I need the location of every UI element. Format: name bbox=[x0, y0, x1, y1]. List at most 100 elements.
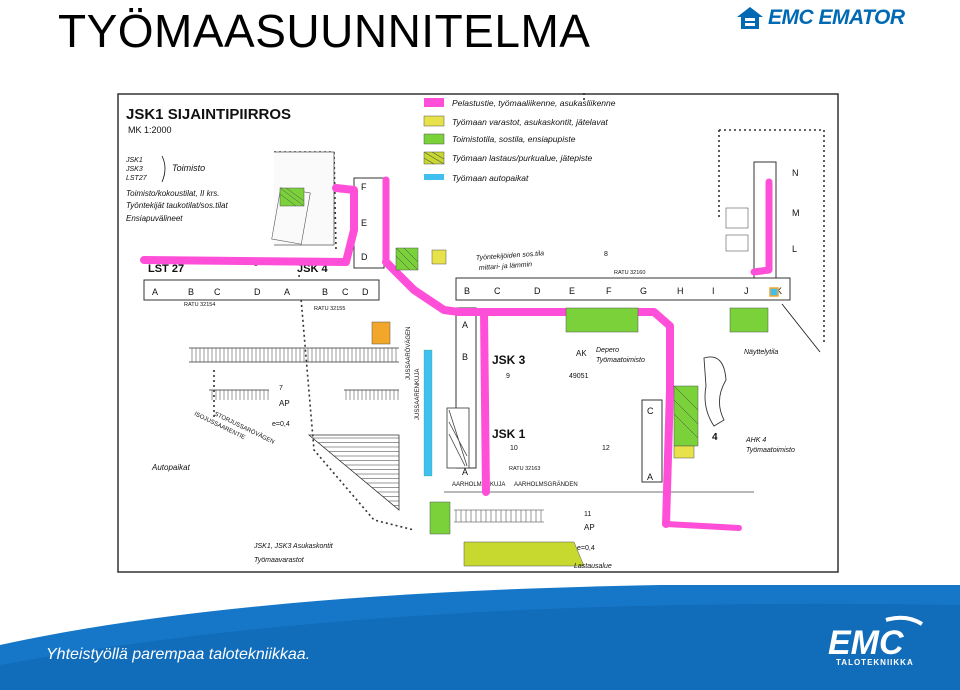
building-letter: I bbox=[712, 286, 715, 296]
note-tyontekijoiden: Työntekijöiden sos.tila bbox=[476, 250, 545, 262]
building-letter: E bbox=[569, 286, 575, 296]
building-letter: D bbox=[534, 286, 541, 296]
map-frame bbox=[117, 93, 839, 573]
plot-number: 11 bbox=[584, 511, 591, 518]
note-nayttelytila: Näyttelytila bbox=[744, 349, 778, 356]
label-num4: 4 bbox=[712, 432, 718, 443]
note-asukaskontit: JSK1, JSK3 Asukaskontit bbox=[253, 543, 334, 550]
plot-code: e=0,4 bbox=[272, 421, 290, 428]
street-label: JUSSAARÖVÄGEN bbox=[405, 327, 412, 380]
note-toimisto: Toimisto bbox=[172, 163, 205, 173]
building-letter: G bbox=[640, 286, 647, 296]
svg-text:A: A bbox=[462, 320, 468, 330]
building-main bbox=[455, 277, 791, 301]
loading-zone bbox=[463, 541, 585, 567]
building-letter: L bbox=[792, 244, 797, 254]
legend-label: Pelastustie, työmaaliikenne, asukasliike… bbox=[452, 98, 616, 108]
street-label: RATU 32163 bbox=[509, 466, 540, 472]
building-c bbox=[641, 399, 663, 483]
building-fed bbox=[353, 177, 385, 269]
legend-swatch bbox=[423, 115, 445, 127]
building-lst27 bbox=[143, 279, 380, 301]
plot-number: 9 bbox=[506, 373, 510, 380]
note-code: JSK3 bbox=[125, 166, 143, 173]
note-line: Ensiapuvälineet bbox=[126, 214, 183, 223]
slogan: Yhteistyöllä parempaa talotekniikkaa. bbox=[46, 646, 311, 663]
storage-zone bbox=[431, 249, 447, 265]
legend-label: Toimistotila, sostila, ensiapupiste bbox=[452, 134, 576, 144]
note-ahk4: AHK 4 bbox=[745, 437, 766, 444]
brand-logo-icon bbox=[737, 7, 763, 29]
site-plan-map: JSK1 SIJAINTIPIIRROS MK 1:2000 Pelastust… bbox=[117, 90, 839, 573]
building-letter: F bbox=[361, 182, 367, 192]
building-letter: B bbox=[464, 286, 470, 296]
street-label: AARHOLMANKUJA bbox=[452, 482, 505, 488]
svg-text:B: B bbox=[462, 352, 468, 362]
map-title: JSK1 SIJAINTIPIIRROS bbox=[126, 106, 291, 123]
emc-logo-icon: EMC bbox=[828, 615, 924, 662]
building-nml bbox=[753, 161, 777, 281]
building-letter: D bbox=[361, 252, 368, 262]
office-zone bbox=[395, 247, 769, 535]
legend-swatch bbox=[423, 133, 445, 145]
plot-number: 8 bbox=[604, 251, 608, 258]
note-tyomaatoimisto: Työmaatoimisto bbox=[596, 357, 645, 364]
emc-logo-text: EMC bbox=[828, 624, 904, 662]
svg-text:A: A bbox=[647, 472, 653, 482]
label-jsk1: JSK 1 bbox=[492, 427, 526, 441]
street-label: RATU 32155 bbox=[314, 306, 345, 312]
label-jsk4: JSK 4 bbox=[297, 263, 328, 275]
brand-name: EMC EMATOR bbox=[768, 6, 905, 29]
footer-band bbox=[0, 585, 960, 690]
brand-logo: EMC EMATOR bbox=[736, 4, 905, 32]
parking-zone bbox=[423, 349, 433, 477]
note-autopaikat: Autopaikat bbox=[151, 463, 191, 472]
street-label: JUSSAARENKUJA bbox=[415, 369, 421, 420]
building-letter: E bbox=[361, 218, 367, 228]
storage-zone bbox=[673, 445, 695, 459]
building-letter: D bbox=[254, 287, 261, 297]
building-letter: N bbox=[792, 168, 799, 178]
building-letter: J bbox=[744, 286, 749, 296]
legend-swatch bbox=[424, 98, 444, 107]
note-code: LST27 bbox=[126, 175, 148, 182]
plot-number: 7 bbox=[279, 385, 283, 392]
building-letter: C bbox=[494, 286, 501, 296]
plot-code: e=0,4 bbox=[577, 545, 595, 552]
map-scale: MK 1:2000 bbox=[128, 125, 172, 135]
building-letter: B bbox=[188, 287, 194, 297]
label-jsk3: JSK 3 bbox=[492, 353, 526, 367]
note-mittari: mittari- ja lämmin bbox=[479, 261, 533, 272]
label-lst27: LST 27 bbox=[148, 263, 184, 275]
street-label: AARHOLMSGRÄNDEN bbox=[514, 481, 578, 488]
building-letter: K bbox=[776, 286, 782, 296]
plot-code: AP bbox=[279, 399, 290, 408]
note-line: Toimisto/kokoustilat, II krs. bbox=[126, 189, 220, 198]
emc-logo-subtitle: TALOTEKNIIKKA bbox=[836, 658, 914, 667]
building-letter: A bbox=[152, 287, 158, 297]
note-tyomaavarastot: Työmaavarastot bbox=[254, 557, 305, 564]
storage-zone bbox=[371, 321, 391, 345]
note-lastausalue: Lastausalue bbox=[574, 563, 612, 570]
svg-text:C: C bbox=[647, 406, 654, 416]
svg-text:A: A bbox=[462, 467, 468, 477]
street-label: RATU 32154 bbox=[184, 302, 215, 308]
label-ak: AK bbox=[576, 349, 587, 358]
pond-outline bbox=[703, 356, 727, 427]
note-depero: Depero bbox=[596, 347, 619, 354]
building-letter: B bbox=[322, 287, 328, 297]
plot-number: 49051 bbox=[569, 373, 589, 380]
plot-number: 12 bbox=[602, 445, 610, 452]
legend-swatch bbox=[424, 174, 444, 180]
note-ahk4-b: Työmaatoimisto bbox=[746, 447, 795, 454]
building-letter: D bbox=[362, 287, 369, 297]
street-label: RATU 32160 bbox=[614, 270, 645, 276]
building-letter: C bbox=[214, 287, 221, 297]
legend-label: Työmaan lastaus/purkualue, jätepiste bbox=[452, 153, 592, 163]
note-code: JSK1 bbox=[125, 157, 143, 164]
map-legend: Pelastustie, työmaaliikenne, asukasliike… bbox=[423, 98, 616, 183]
legend-label: Työmaan varastot, asukaskontit, jätelava… bbox=[452, 117, 608, 127]
building-letter: C bbox=[342, 287, 349, 297]
building-letter: M bbox=[792, 208, 800, 218]
page-title: TYÖMAASUUNNITELMA bbox=[58, 5, 591, 57]
